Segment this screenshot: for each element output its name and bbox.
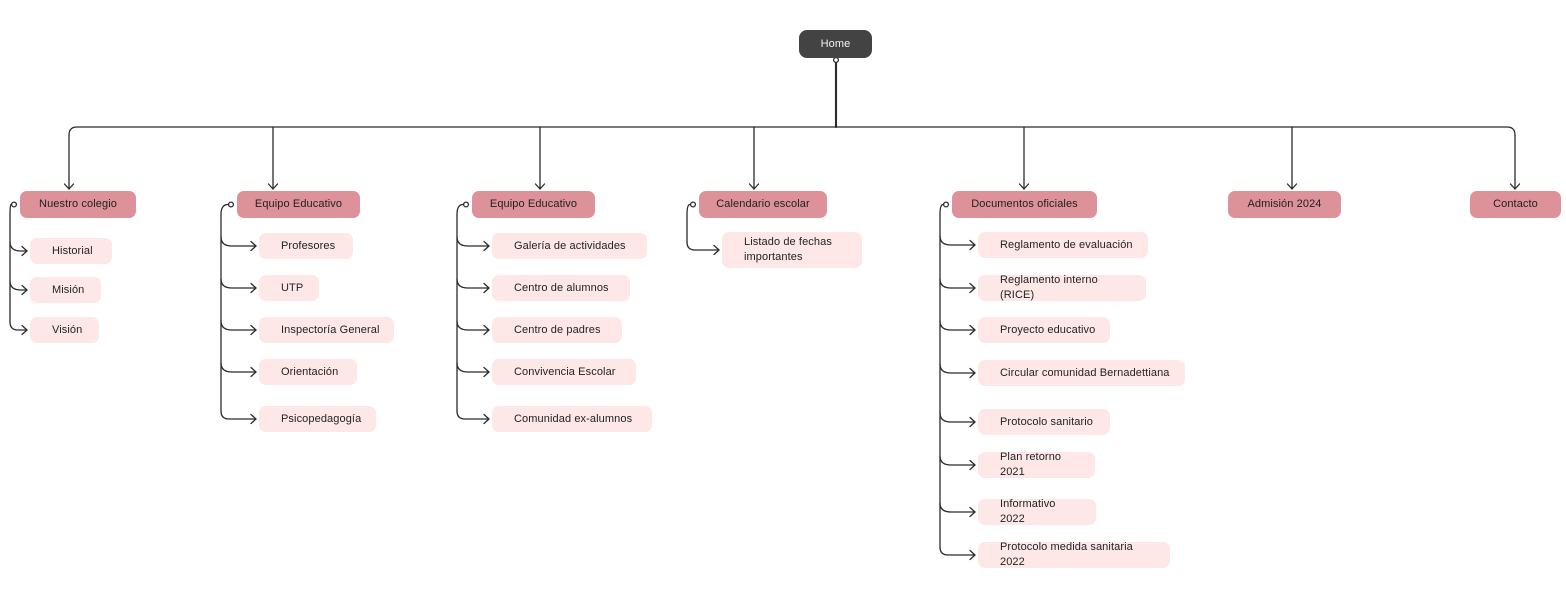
node-page-nuestro-colegio-1[interactable]: Misión xyxy=(30,277,101,303)
node-section-calendario-escolar[interactable]: Calendario escolar xyxy=(699,191,827,218)
node-page-documentos-oficiales-7[interactable]: Protocolo medida sanitaria 2022 xyxy=(978,541,1170,568)
node-page-equipo-educativo-1-3[interactable]: Orientación xyxy=(259,359,357,385)
node-home[interactable]: Home xyxy=(799,30,872,58)
node-page-documentos-oficiales-1[interactable]: Reglamento interno (RICE) xyxy=(978,274,1146,301)
node-page-equipo-educativo-2-3[interactable]: Convivencia Escolar xyxy=(492,359,636,385)
node-section-equipo-educativo-2[interactable]: Equipo Educativo xyxy=(472,191,595,218)
node-page-documentos-oficiales-6[interactable]: Informativo 2022 xyxy=(978,498,1096,525)
node-page-documentos-oficiales-3[interactable]: Circular comunidad Bernadettiana xyxy=(978,360,1185,386)
node-page-equipo-educativo-2-4[interactable]: Comunidad ex-alumnos xyxy=(492,406,652,432)
node-section-documentos-oficiales[interactable]: Documentos oficiales xyxy=(952,191,1097,218)
node-section-equipo-educativo-1[interactable]: Equipo Educativo xyxy=(237,191,360,218)
node-section-nuestro-colegio[interactable]: Nuestro colegio xyxy=(20,191,136,218)
node-section-contacto[interactable]: Contacto xyxy=(1470,191,1561,218)
node-page-documentos-oficiales-0[interactable]: Reglamento de evaluación xyxy=(978,232,1148,258)
node-section-admision-2024[interactable]: Admisión 2024 xyxy=(1228,191,1341,218)
node-page-equipo-educativo-2-2[interactable]: Centro de padres xyxy=(492,317,622,343)
node-page-documentos-oficiales-2[interactable]: Proyecto educativo xyxy=(978,317,1110,343)
node-page-equipo-educativo-2-0[interactable]: Galería de actividades xyxy=(492,233,647,259)
node-page-documentos-oficiales-4[interactable]: Protocolo sanitario xyxy=(978,409,1110,435)
node-page-equipo-educativo-1-2[interactable]: Inspectoría General xyxy=(259,317,394,343)
node-page-nuestro-colegio-0[interactable]: Historial xyxy=(30,238,112,264)
node-page-equipo-educativo-1-4[interactable]: Psicopedagogía xyxy=(259,406,376,432)
node-page-documentos-oficiales-5[interactable]: Plan retorno 2021 xyxy=(978,451,1095,478)
node-page-equipo-educativo-1-0[interactable]: Profesores xyxy=(259,233,353,259)
node-page-equipo-educativo-2-1[interactable]: Centro de alumnos xyxy=(492,275,630,301)
node-page-nuestro-colegio-2[interactable]: Visión xyxy=(30,317,99,343)
node-page-equipo-educativo-1-1[interactable]: UTP xyxy=(259,275,319,301)
node-page-calendario-escolar-0[interactable]: Listado de fechas importantes xyxy=(722,232,862,268)
